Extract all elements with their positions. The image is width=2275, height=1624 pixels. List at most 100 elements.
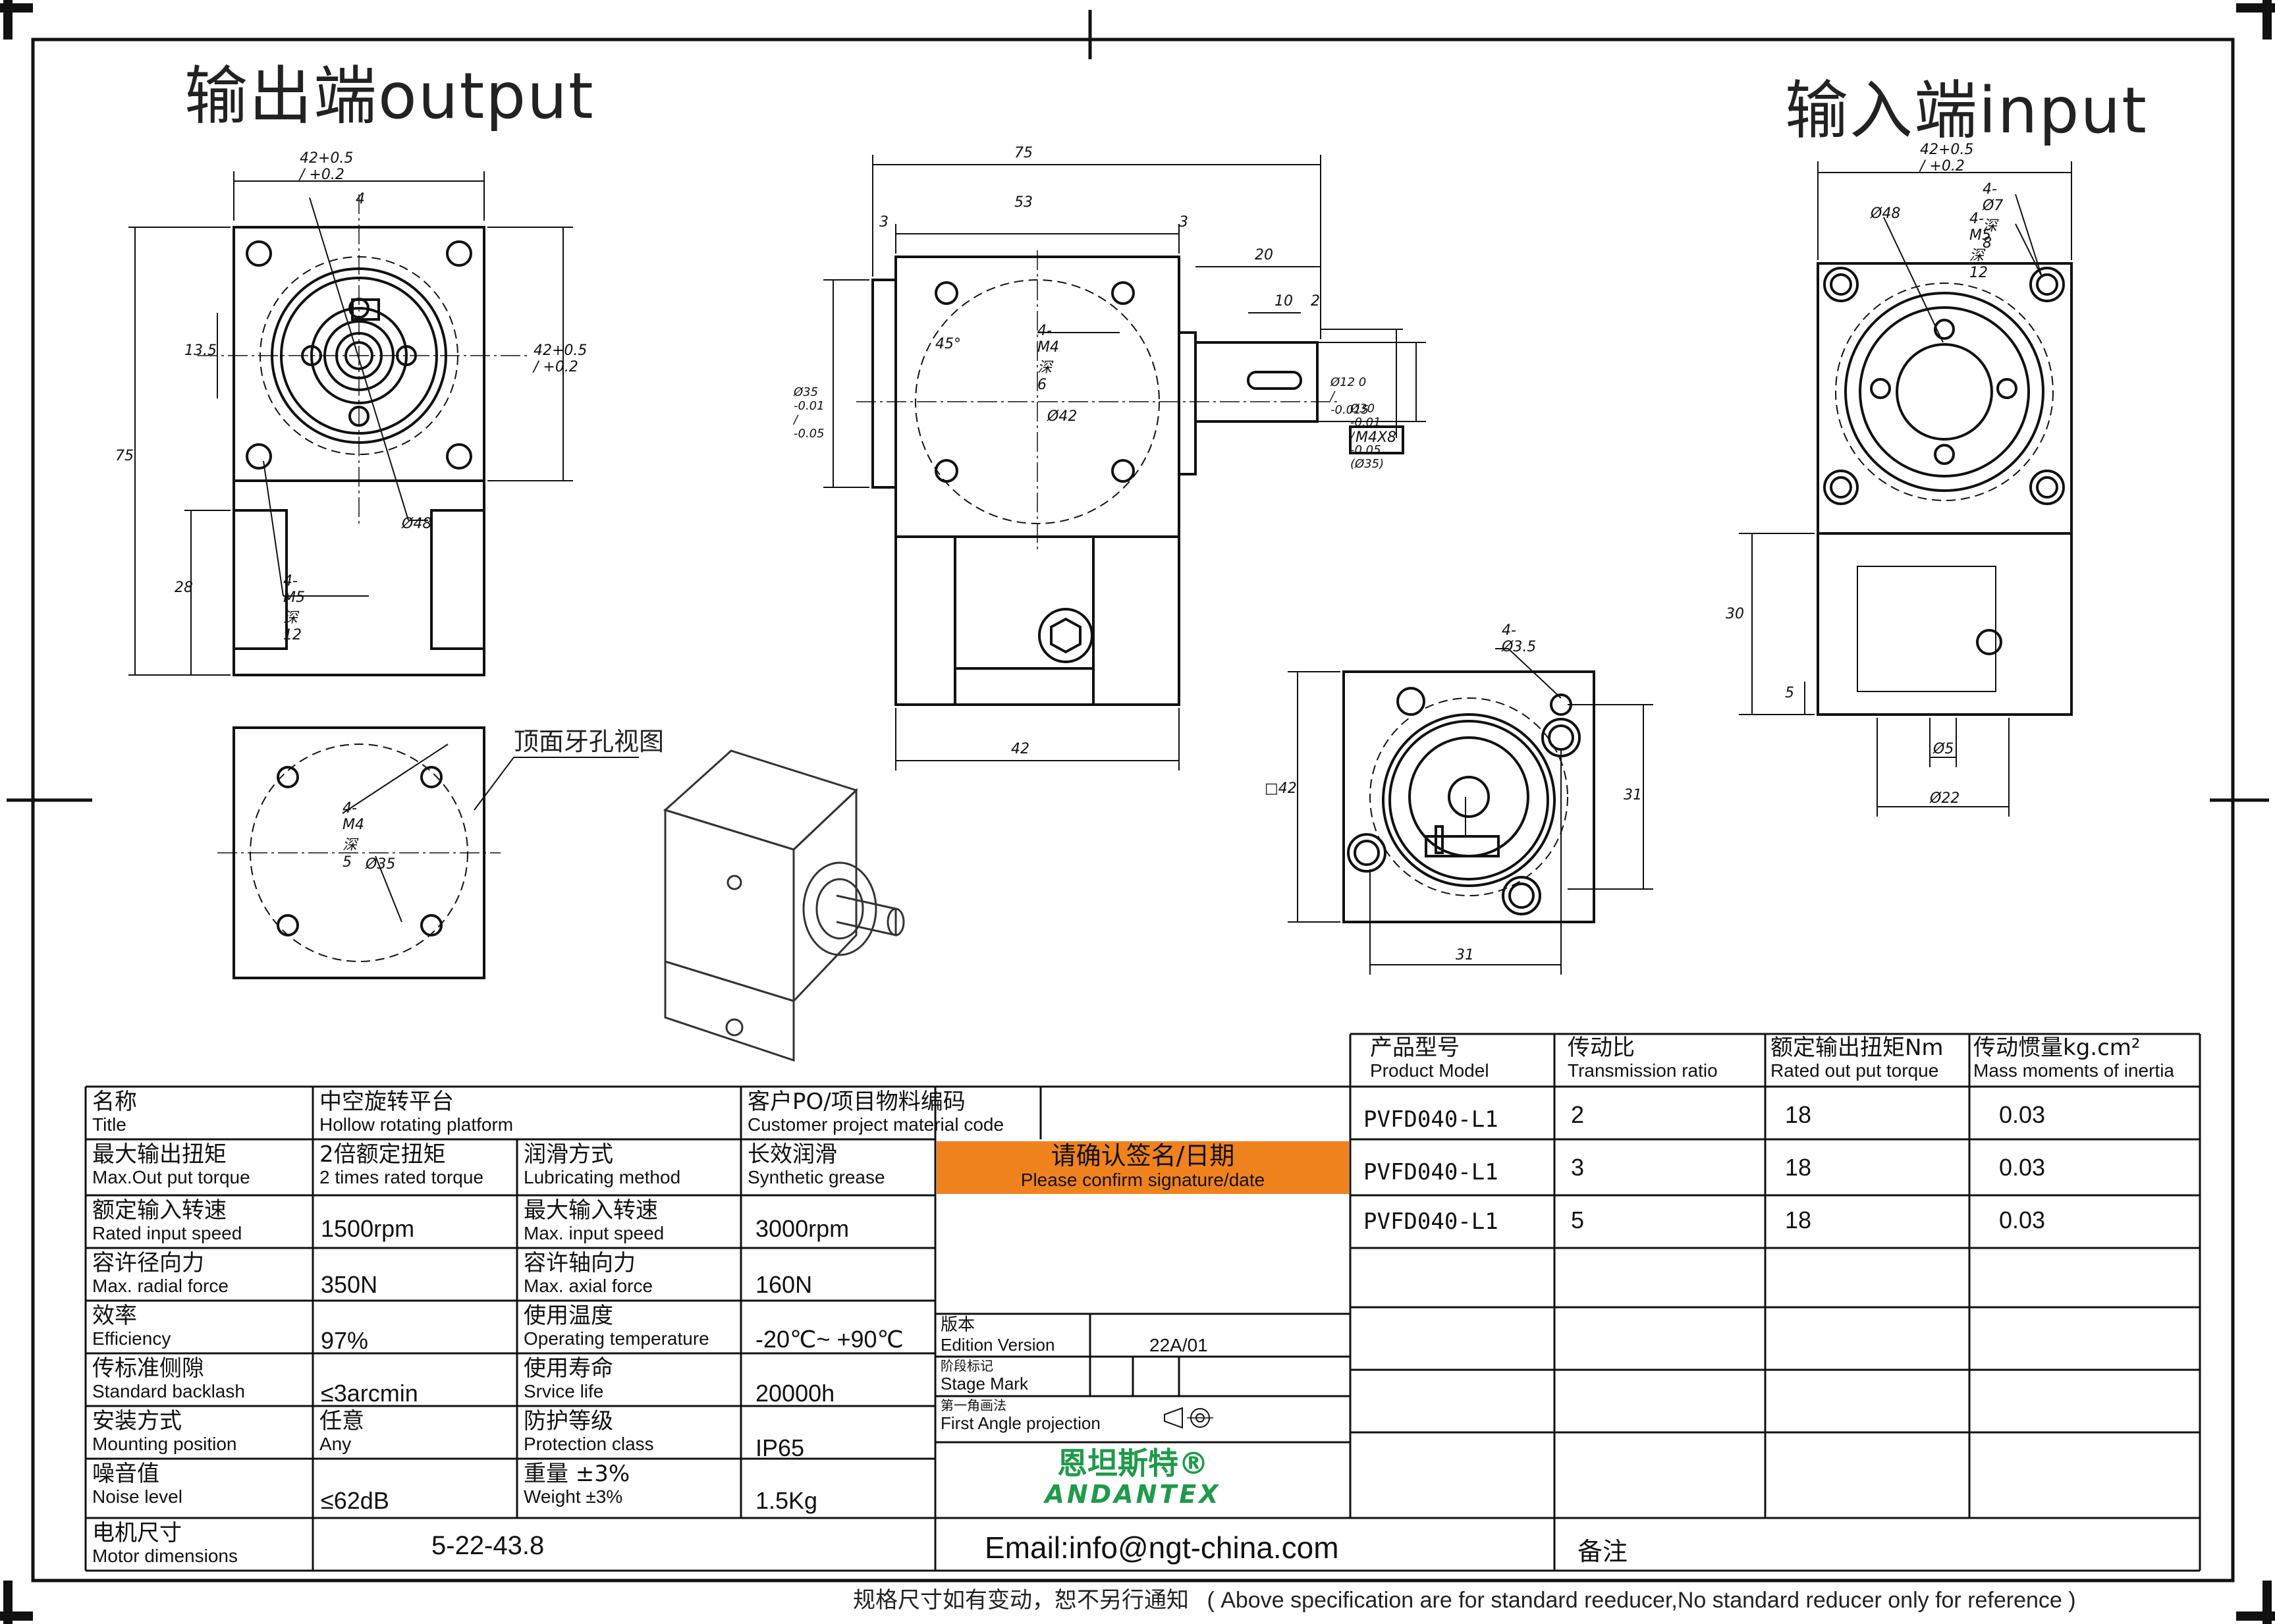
max-input-speed-label: 最大输入转速 Max. input speed xyxy=(524,1197,665,1243)
title-label: 名称 Title xyxy=(92,1089,137,1135)
dim-phi42: Ø42 xyxy=(1047,408,1078,425)
efficiency-label: 效率 Efficiency xyxy=(92,1303,171,1349)
dim-75-top: 75 xyxy=(1014,145,1033,161)
dim-m4x8: M4X8 xyxy=(1356,429,1397,446)
brand-name-en: ANDANTEX xyxy=(1045,1480,1221,1509)
model-row-2-product: PVFD040-L1 xyxy=(1363,1159,1498,1185)
weight-label: 重量 ±3% Weight ±3% xyxy=(524,1461,630,1507)
lubricating-method-label: 润滑方式 Lubricating method xyxy=(524,1141,681,1187)
title-value: 中空旋转平台 Hollow rotating platform xyxy=(319,1089,514,1135)
dim-phi48-output: Ø48 xyxy=(402,516,432,532)
footer-note-en: ( Above specification are for standard r… xyxy=(1207,1588,2076,1613)
radial-force-label: 容许径向力 Max. radial force xyxy=(92,1250,229,1296)
operating-temperature-label: 使用温度 Operating temperature xyxy=(524,1303,709,1349)
output-heading: 输出端output xyxy=(184,59,595,133)
top-hole-view-label: 顶面牙孔视图 xyxy=(514,727,665,756)
max-output-torque-value: 2倍额定扭矩 2 times rated torque xyxy=(319,1141,484,1187)
dim-phi35-side: Ø35 -0.01 / -0.05 xyxy=(794,385,825,441)
model-row-2-inertia: 0.03 xyxy=(1999,1154,2046,1181)
confirm-signature-zh: 请确认签名/日期 xyxy=(1051,1141,1235,1170)
dim-m5-12-input: 4-M5深12 xyxy=(1969,211,1991,281)
dim-28: 28 xyxy=(175,580,193,596)
model-row-1-product: PVFD040-L1 xyxy=(1363,1106,1498,1133)
edition-version-label: 版本 Edition Version xyxy=(941,1315,1055,1355)
model-row-3-product: PVFD040-L1 xyxy=(1363,1208,1498,1235)
model-row-3-inertia: 0.03 xyxy=(1999,1206,2046,1233)
noise-level-label: 噪音值 Noise level xyxy=(92,1461,182,1507)
efficiency-value: 97% xyxy=(321,1327,369,1354)
corner-mark-br xyxy=(2236,1581,2275,1624)
noise-level-value: ≤62dB xyxy=(321,1487,389,1514)
protection-class-value: IP65 xyxy=(755,1434,805,1461)
mounting-position-label: 安装方式 Mounting position xyxy=(92,1408,237,1454)
dim-phi30: Ø30 -0.01 / -0.05 (Ø35) xyxy=(1350,402,1384,471)
brand-name-zh: 恩坦斯特® xyxy=(1057,1446,1209,1481)
dim-m4-5: 4-M4深5 xyxy=(343,800,364,871)
weight-value: 1.5Kg xyxy=(755,1487,818,1514)
contact-email[interactable]: Email:info@ngt-china.com xyxy=(985,1530,1339,1565)
top-hole-view xyxy=(217,726,639,979)
dim-phi3-5: 4-Ø3.5 xyxy=(1502,622,1537,655)
model-row-2-torque: 18 xyxy=(1785,1154,1812,1181)
dim-phi22: Ø22 xyxy=(1930,790,1960,807)
dim-phi35-top: Ø35 xyxy=(366,856,396,873)
max-output-torque-label: 最大输出扭矩 Max.Out put torque xyxy=(92,1141,250,1187)
axial-force-value: 160N xyxy=(755,1271,813,1298)
dim-4: 4 xyxy=(356,191,365,207)
corner-mark-tl xyxy=(0,0,33,40)
dim-20: 20 xyxy=(1255,247,1273,263)
rated-input-speed-label: 额定输入转速 Rated input speed xyxy=(92,1197,242,1243)
corner-mark-tr xyxy=(2236,0,2275,40)
backlash-label: 传标准侧隙 Standard backlash xyxy=(92,1355,245,1401)
bottom-view xyxy=(1288,648,1653,975)
motor-dimensions-label: 电机尺寸 Motor dimensions xyxy=(92,1520,238,1566)
model-row-3-ratio: 5 xyxy=(1571,1206,1585,1233)
corner-mark-bl xyxy=(0,1581,33,1624)
service-life-label: 使用寿命 Srvice life xyxy=(524,1355,613,1401)
model-header-ratio: 传动比 Transmission ratio xyxy=(1568,1035,1718,1081)
dim-square-42: □42 xyxy=(1265,780,1297,797)
dim-31-vertical: 31 xyxy=(1624,787,1642,803)
rated-input-speed-value: 1500rpm xyxy=(321,1215,415,1242)
dim-2: 2 xyxy=(1311,293,1320,310)
lubricating-method-value: 长效润滑 Synthetic grease xyxy=(748,1141,885,1187)
dim-42-output: 42+0.5 / +0.2 xyxy=(300,150,354,183)
input-view xyxy=(1739,161,2073,817)
footer-note: 规格尺寸如有变动，恕不另行通知 ( Above specification ar… xyxy=(853,1582,2076,1614)
backlash-value: ≤3arcmin xyxy=(321,1380,418,1407)
drawing-frame xyxy=(31,38,2235,1583)
model-header-product: 产品型号 Product Model xyxy=(1370,1035,1489,1081)
dim-angle-45: 45° xyxy=(935,336,961,352)
max-input-speed-value: 3000rpm xyxy=(755,1215,850,1242)
dim-3-right: 3 xyxy=(1179,214,1188,230)
projection-label: 第一角画法 First Angle projection xyxy=(941,1397,1101,1433)
operating-temperature-value: -20℃~ +90℃ xyxy=(755,1326,904,1353)
confirm-signature-box[interactable]: 请确认签名/日期 Please confirm signature/date xyxy=(937,1141,1349,1194)
dim-42-input: 42+0.5 / +0.2 xyxy=(1920,142,1974,175)
dim-phi48-input: Ø48 xyxy=(1871,205,1901,222)
dim-42-bottom: 42 xyxy=(1011,741,1029,757)
dim-3-left: 3 xyxy=(879,214,889,230)
dim-10: 10 xyxy=(1275,293,1293,310)
model-header-torque: 额定输出扭矩Nm Rated out put torque xyxy=(1770,1035,1944,1081)
stage-mark-label: 阶段标记 Stage Mark xyxy=(941,1358,1028,1394)
output-view xyxy=(128,171,573,676)
remark-label: 备注 xyxy=(1577,1537,1628,1566)
dim-m4-6: 4-M4深6 xyxy=(1037,323,1059,393)
input-heading: 输入端input xyxy=(1785,74,2148,148)
dim-31-horizontal: 31 xyxy=(1456,947,1474,963)
dim-75-vertical: 75 xyxy=(115,448,134,464)
model-row-1-ratio: 2 xyxy=(1571,1101,1585,1128)
model-row-1-torque: 18 xyxy=(1785,1101,1812,1128)
radial-force-value: 350N xyxy=(321,1271,378,1298)
confirm-signature-en: Please confirm signature/date xyxy=(1020,1170,1265,1190)
model-row-3-torque: 18 xyxy=(1785,1206,1812,1233)
dim-phi5: Ø5 xyxy=(1933,741,1954,757)
dim-phi7-8: 4-Ø7深8 xyxy=(1983,181,2004,252)
table-grid xyxy=(84,1033,2201,1572)
axial-force-label: 容许轴向力 Max. axial force xyxy=(524,1250,653,1296)
dim-53: 53 xyxy=(1014,194,1033,211)
dim-13-5: 13.5 xyxy=(184,342,217,359)
isometric-view xyxy=(663,749,905,1062)
